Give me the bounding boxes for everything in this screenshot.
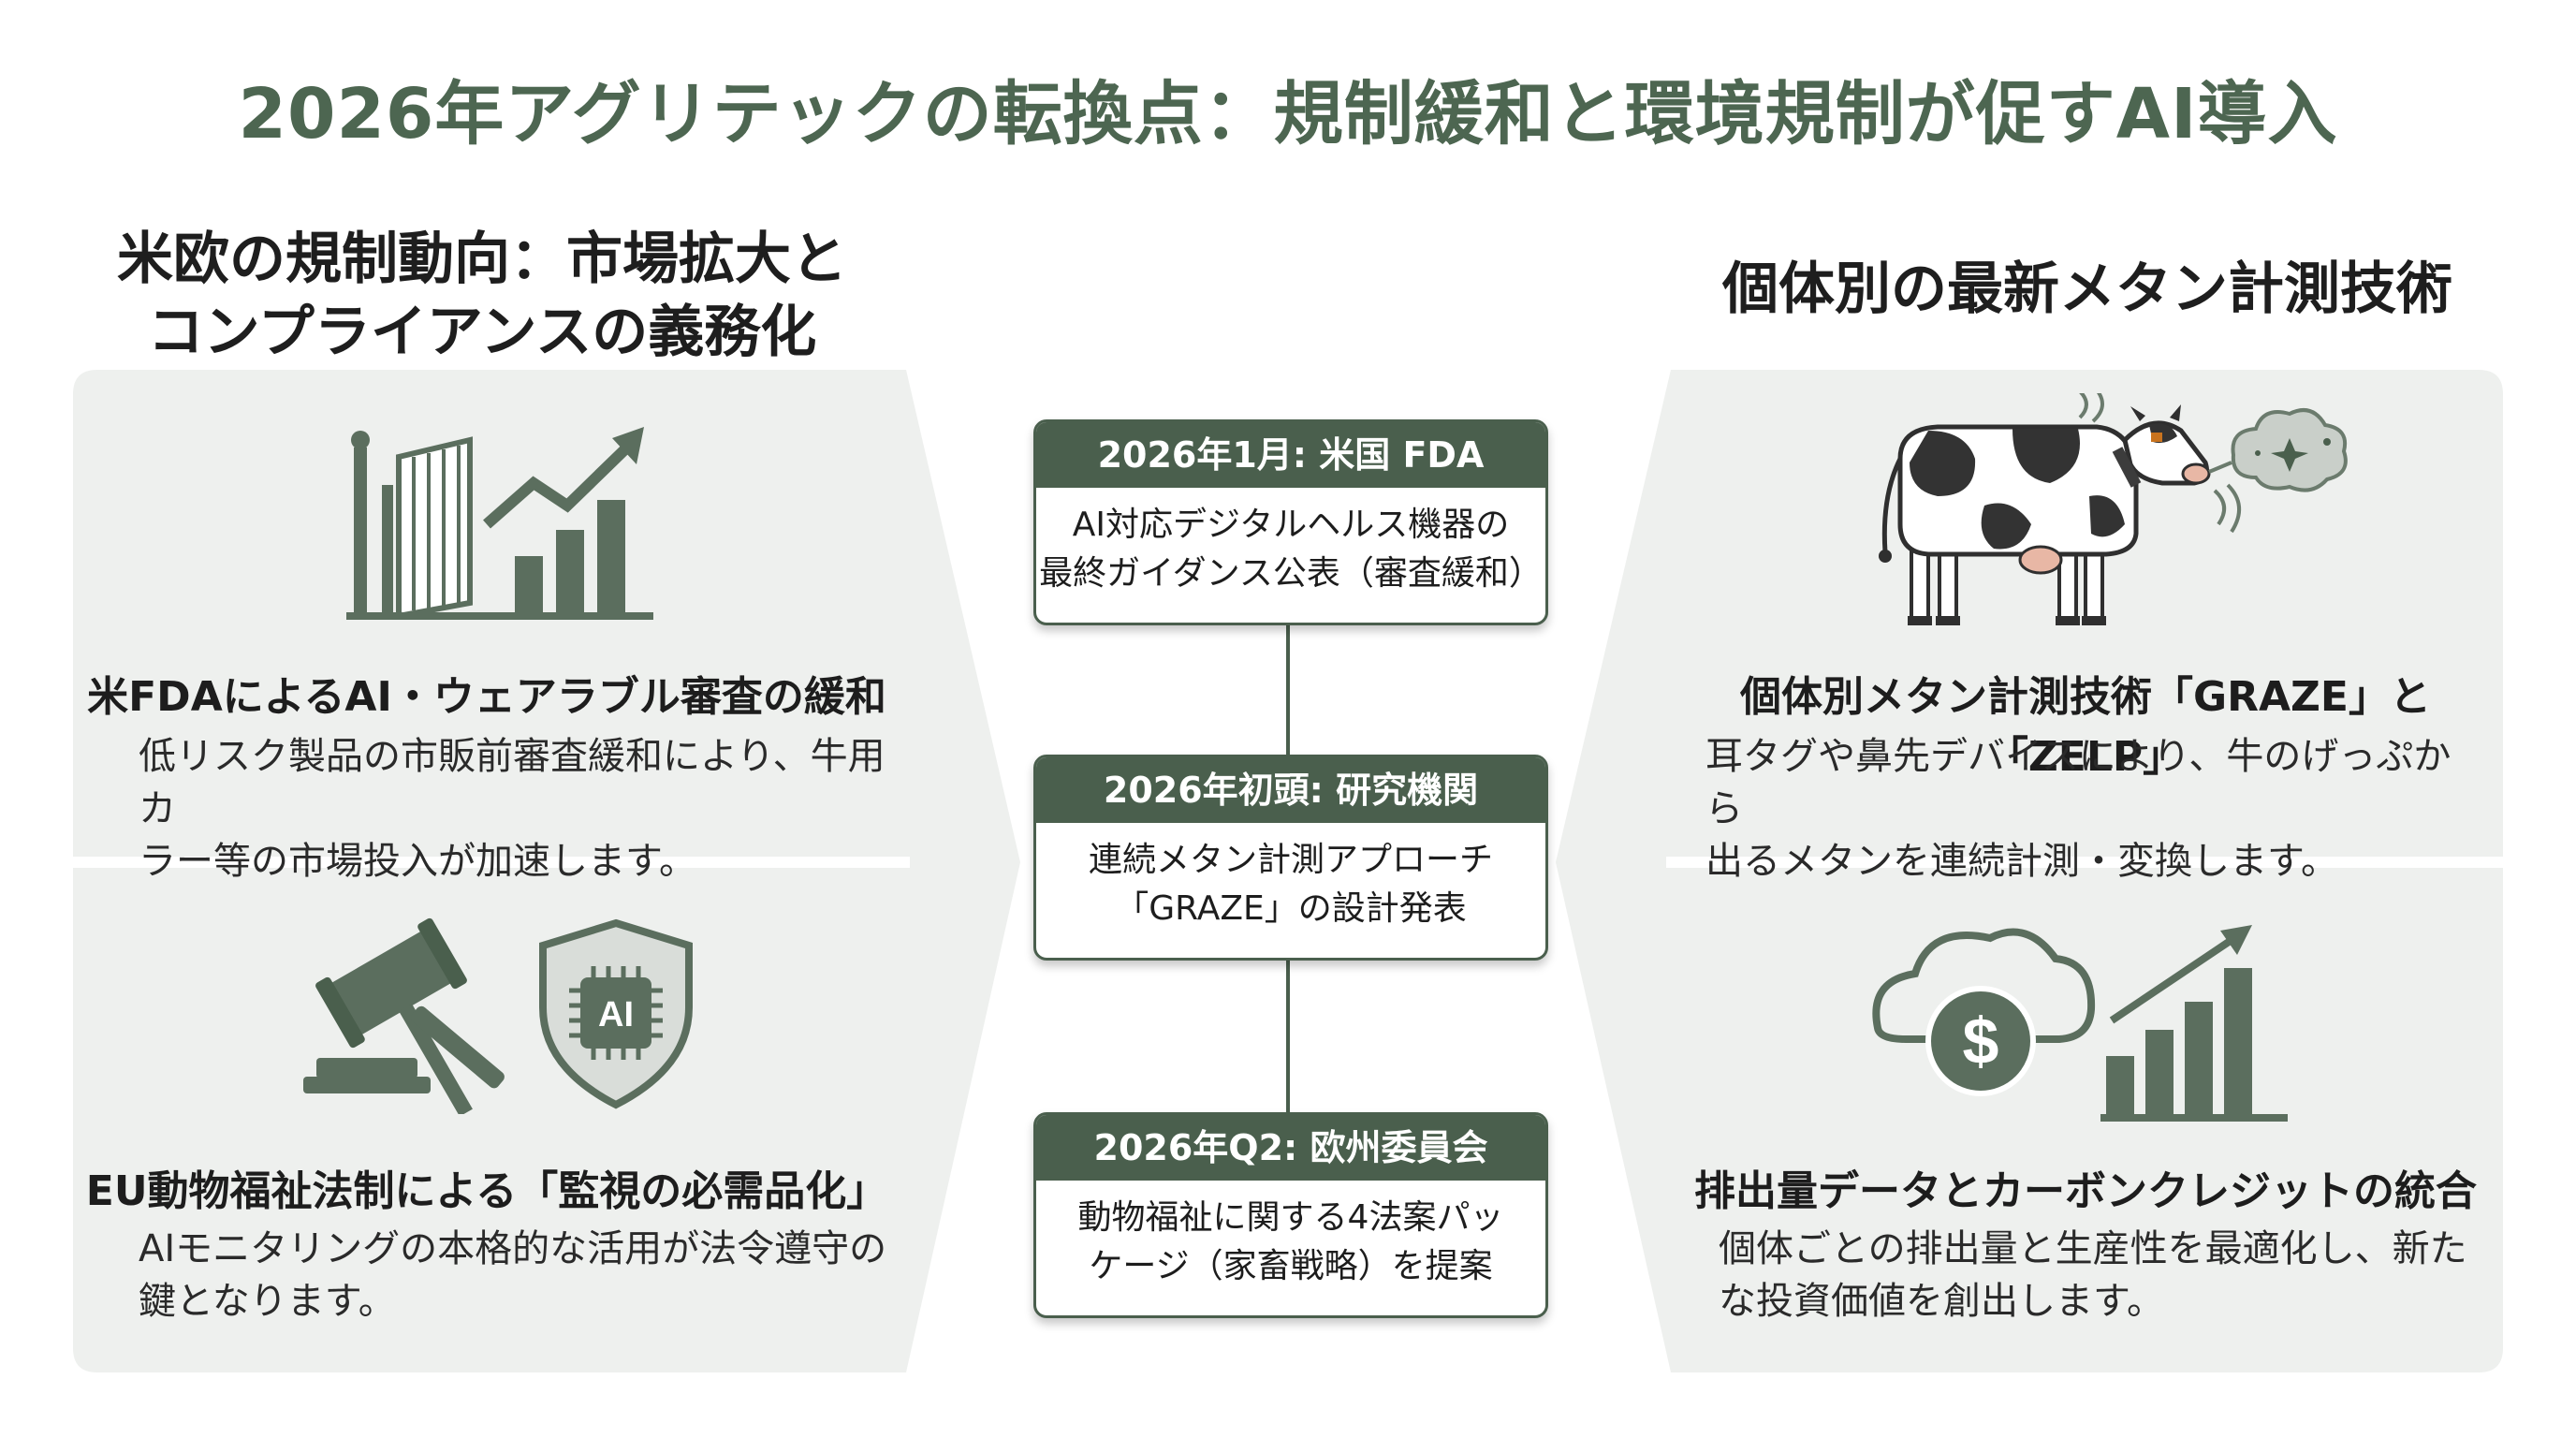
timeline-event-line: 「GRAZE」の設計発表 — [1115, 889, 1467, 928]
cow-methane-icon — [1872, 393, 2359, 637]
timeline-event-date: 2026年Q2: 欧州委員会 — [1036, 1115, 1545, 1181]
timeline-event-line: ケージ（家畜戦略）を提案 — [1089, 1247, 1493, 1285]
card-body-line: 個体ごとの排出量と生産性を最適化し、新た — [1719, 1227, 2467, 1270]
timeline-event-date: 2026年1月: 米国 FDA — [1036, 422, 1545, 488]
left-panel — [73, 370, 1020, 1372]
card-body-line: 鍵となります。 — [139, 1280, 396, 1323]
card-body-line: ラー等の市場投入が加速します。 — [139, 840, 696, 883]
dollar-sign: $ — [1963, 1005, 1999, 1078]
left-heading-line2: コンプライアンスの義務化 — [147, 300, 817, 365]
card-body-line: AIモニタリングの本格的な活用が法令遵守の — [139, 1227, 887, 1270]
left-heading-line1: 米欧の規制動向：市場拡大と — [117, 227, 847, 292]
right-heading: 個体別の最新メタン計測技術 — [1722, 257, 2452, 322]
timeline-event: 2026年Q2: 欧州委員会 動物福祉に関する4法案パッ ケージ（家畜戦略）を提… — [1033, 1112, 1548, 1318]
page-title: 2026年アグリテックの転換点：規制緩和と環境規制が促すAI導入 — [238, 74, 2338, 154]
timeline-event-text: AI対応デジタルヘルス機器の 最終ガイダンス公表（審査緩和） — [1036, 488, 1545, 598]
timeline-event-text: 動物福祉に関する4法案パッ ケージ（家畜戦略）を提案 — [1036, 1181, 1545, 1291]
card-body-line: な投資価値を創出します。 — [1719, 1280, 2164, 1323]
timeline-event: 2026年1月: 米国 FDA AI対応デジタルヘルス機器の 最終ガイダンス公表… — [1033, 419, 1548, 625]
timeline-event: 2026年初頭: 研究機関 連続メタン計測アプローチ 「GRAZE」の設計発表 — [1033, 755, 1548, 961]
card-body: 低リスク製品の市販前審査緩和により、牛用カ ラー等の市場投入が加速します。 — [139, 730, 887, 888]
timeline-event-date: 2026年初頭: 研究機関 — [1036, 757, 1545, 823]
left-heading: 米欧の規制動向：市場拡大と コンプライアンスの義務化 — [75, 223, 889, 369]
timeline-event-line: AI対応デジタルヘルス機器の — [1072, 506, 1510, 544]
gavel-ai-shield-icon: AI — [298, 917, 710, 1114]
card-body: AIモニタリングの本格的な活用が法令遵守の 鍵となります。 — [139, 1223, 887, 1328]
card-body: 個体ごとの排出量と生産性を最適化し、新た な投資価値を創出します。 — [1719, 1223, 2486, 1328]
card-title: 個体別メタン計測技術「GRAZE」と「ZELP」 — [1739, 673, 2431, 781]
right-panel — [1556, 370, 2503, 1372]
timeline-event-line: 動物福祉に関する4法案パッ — [1077, 1198, 1504, 1237]
gate-growth-chart-icon — [346, 419, 655, 625]
timeline-event-line: 最終ガイダンス公表（審査緩和） — [1039, 554, 1543, 593]
card-body-line: 耳タグや鼻先デバイスにより、牛のげっぷから — [1705, 735, 2452, 830]
cloud-dollar-growth-icon: $ — [1859, 916, 2290, 1122]
card-title: 排出量データとカーボンクレジットの統合 — [1694, 1167, 2477, 1215]
timeline-event-text: 連続メタン計測アプローチ 「GRAZE」の設計発表 — [1036, 823, 1545, 933]
card-title: 米FDAによるAI・ウェアラブル審査の緩和 — [87, 673, 886, 721]
card-title: EU動物福祉法制による「監視の必需品化」 — [85, 1167, 888, 1215]
ai-chip-label: AI — [598, 995, 634, 1034]
card-body-line: 出るメタンを連続計測・変換します。 — [1705, 840, 2338, 883]
timeline-event-line: 連続メタン計測アプローチ — [1088, 841, 1493, 879]
card-body-line: 低リスク製品の市販前審査緩和により、牛用カ — [139, 735, 886, 830]
card-body: 耳タグや鼻先デバイスにより、牛のげっぷから 出るメタンを連続計測・変換します。 — [1705, 730, 2473, 888]
